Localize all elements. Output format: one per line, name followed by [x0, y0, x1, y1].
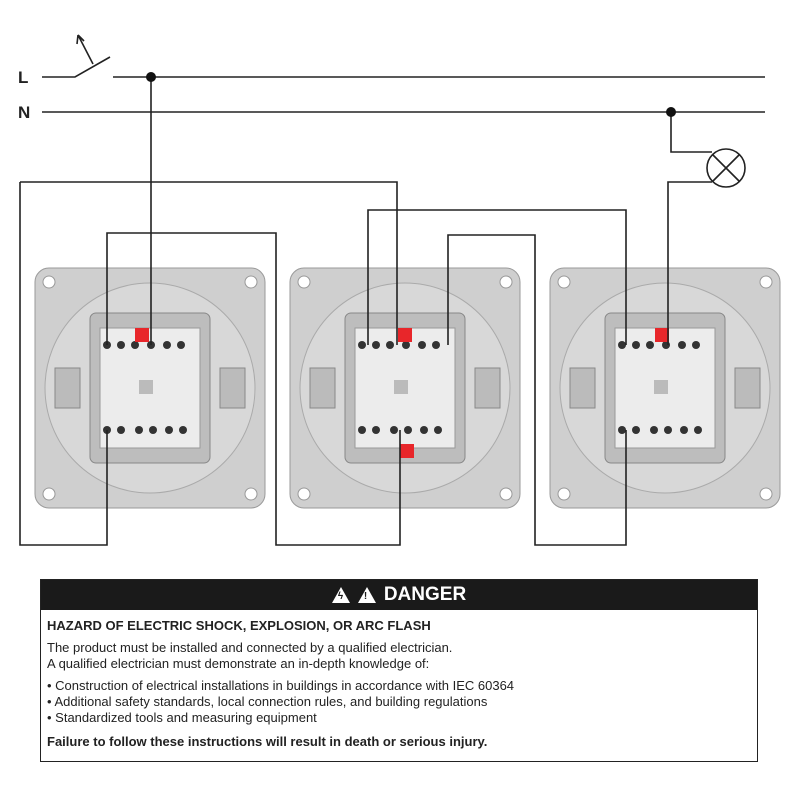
electric-shock-warning-icon: ϟ	[331, 587, 350, 603]
wiring-diagram: L N	[18, 34, 781, 546]
switch-plate-2	[289, 267, 521, 509]
intro-line: A qualified electrician must demonstrate…	[47, 656, 430, 671]
bullet-item: • Construction of electrical installatio…	[47, 678, 515, 693]
wires	[19, 34, 765, 546]
danger-title: DANGER	[383, 584, 467, 605]
hazard-subtitle: HAZARD OF ELECTRIC SHOCK, EXPLOSION, OR …	[47, 618, 431, 633]
general-warning-icon: !	[357, 587, 376, 603]
line-label: L	[18, 68, 28, 87]
intro-line: The product must be installed and connec…	[47, 640, 453, 655]
neutral-label: N	[18, 103, 30, 122]
danger-notice: ϟ ! DANGER HAZARD OF ELECTRIC SHOCK, EXP…	[40, 579, 758, 762]
bullet-item: • Additional safety standards, local con…	[47, 694, 488, 709]
junction-dots	[146, 72, 676, 117]
danger-header: ϟ ! DANGER	[41, 580, 757, 610]
switch-plate-3	[549, 267, 781, 509]
failure-warning: Failure to follow these instructions wil…	[47, 734, 488, 749]
switch-plate-1	[34, 267, 266, 509]
lamp-icon	[706, 148, 746, 188]
bullet-item: • Standardized tools and measuring equip…	[47, 710, 317, 725]
